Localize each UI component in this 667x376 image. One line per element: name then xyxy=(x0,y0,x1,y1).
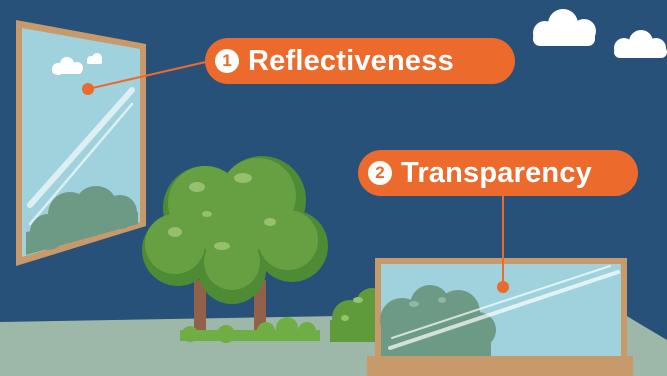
tree-trunks xyxy=(194,280,266,336)
transparent-window xyxy=(367,258,633,376)
glare-stripes xyxy=(27,87,135,226)
callout-number-2: 2 xyxy=(368,161,392,185)
callout-reflectiveness: 1 Reflectiveness xyxy=(205,38,515,84)
cloud-reflection xyxy=(52,53,102,75)
callout-label-2: Transparency xyxy=(401,156,592,189)
callout-label-1: Reflectiveness xyxy=(248,44,454,77)
cloud-icon xyxy=(533,9,596,46)
callout-dot-1 xyxy=(82,83,94,95)
callout-number-1: 1 xyxy=(215,49,239,73)
callout-transparency: 2 Transparency xyxy=(358,150,638,196)
reflective-window xyxy=(16,20,146,266)
callout-dot-2 xyxy=(497,281,509,293)
cloud-icon xyxy=(614,30,667,58)
glare-stripes xyxy=(388,265,620,350)
callout-line-1 xyxy=(87,60,211,90)
tree-canopy xyxy=(142,156,328,304)
tree-reflection xyxy=(26,186,138,255)
